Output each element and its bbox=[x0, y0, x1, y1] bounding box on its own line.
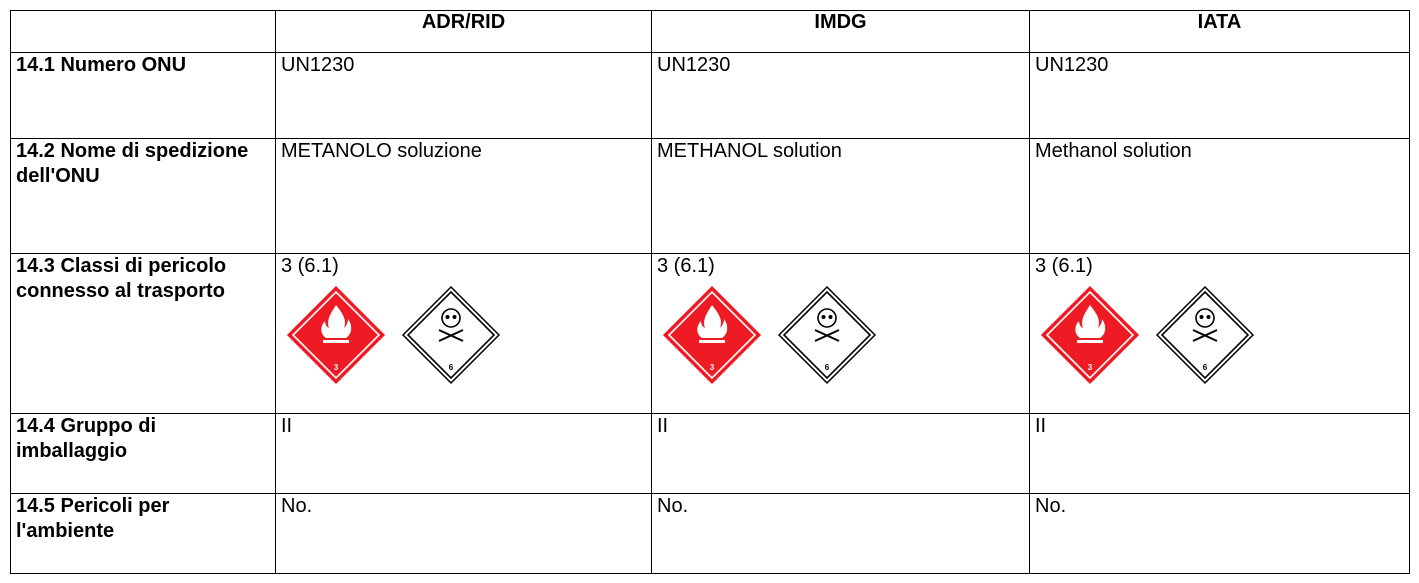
header-row: ADR/RID IMDG IATA bbox=[10, 10, 1410, 53]
column-header-imdg: IMDG bbox=[651, 10, 1030, 53]
cell-iata-packing-group: II bbox=[1029, 413, 1410, 494]
toxic-placard-icon: 6 bbox=[1155, 285, 1255, 385]
cell-adr-environmental-hazards: No. bbox=[275, 493, 652, 574]
table-row-hazard-class: 14.3 Classi di pericolo connesso al tras… bbox=[10, 253, 1410, 414]
cell-iata-shipping-name: Methanol solution bbox=[1029, 138, 1410, 254]
flammable-liquid-placard-icon: 3 bbox=[1040, 285, 1140, 385]
table-row-un-number: 14.1 Numero ONU UN1230 UN1230 UN1230 bbox=[10, 52, 1410, 139]
placard-class-number: 3 bbox=[1088, 363, 1093, 372]
cell-adr-packing-group: II bbox=[275, 413, 652, 494]
row-label-packing-group: 14.4 Gruppo di imballaggio bbox=[10, 413, 276, 494]
cell-imdg-packing-group: II bbox=[651, 413, 1030, 494]
row-label-un-number: 14.1 Numero ONU bbox=[10, 52, 276, 139]
transport-info-table: ADR/RID IMDG IATA 14.1 Numero ONU UN1230… bbox=[10, 10, 1410, 574]
flammable-liquid-placard-icon: 3 bbox=[662, 285, 762, 385]
row-label-shipping-name: 14.2 Nome di spedizione dell'ONU bbox=[10, 138, 276, 254]
cell-imdg-shipping-name: METHANOL solution bbox=[651, 138, 1030, 254]
cell-imdg-un-number: UN1230 bbox=[651, 52, 1030, 139]
placard-class-number: 6 bbox=[1203, 363, 1208, 372]
toxic-placard-icon: 6 bbox=[401, 285, 501, 385]
placard-class-number: 3 bbox=[334, 363, 339, 372]
column-header-empty bbox=[10, 10, 276, 53]
placard-class-number: 6 bbox=[825, 363, 830, 372]
table-row-shipping-name: 14.2 Nome di spedizione dell'ONU METANOL… bbox=[10, 138, 1410, 254]
placard-class-number: 6 bbox=[449, 363, 454, 372]
table-row-packing-group: 14.4 Gruppo di imballaggio II II II bbox=[10, 413, 1410, 494]
hazard-class-text: 3 (6.1) bbox=[1035, 255, 1093, 277]
row-label-hazard-class: 14.3 Classi di pericolo connesso al tras… bbox=[10, 253, 276, 414]
cell-iata-environmental-hazards: No. bbox=[1029, 493, 1410, 574]
flammable-liquid-placard-icon: 3 bbox=[286, 285, 386, 385]
column-header-adr-rid: ADR/RID bbox=[275, 10, 652, 53]
placard-class-number: 3 bbox=[710, 363, 715, 372]
cell-adr-shipping-name: METANOLO soluzione bbox=[275, 138, 652, 254]
cell-iata-un-number: UN1230 bbox=[1029, 52, 1410, 139]
table-row-environmental-hazards: 14.5 Pericoli per l'ambiente No. No. No. bbox=[10, 493, 1410, 574]
cell-imdg-environmental-hazards: No. bbox=[651, 493, 1030, 574]
column-header-iata: IATA bbox=[1029, 10, 1410, 53]
cell-adr-un-number: UN1230 bbox=[275, 52, 652, 139]
hazard-class-text: 3 (6.1) bbox=[281, 255, 339, 277]
row-label-environmental-hazards: 14.5 Pericoli per l'ambiente bbox=[10, 493, 276, 574]
hazard-class-text: 3 (6.1) bbox=[657, 255, 715, 277]
toxic-placard-icon: 6 bbox=[777, 285, 877, 385]
